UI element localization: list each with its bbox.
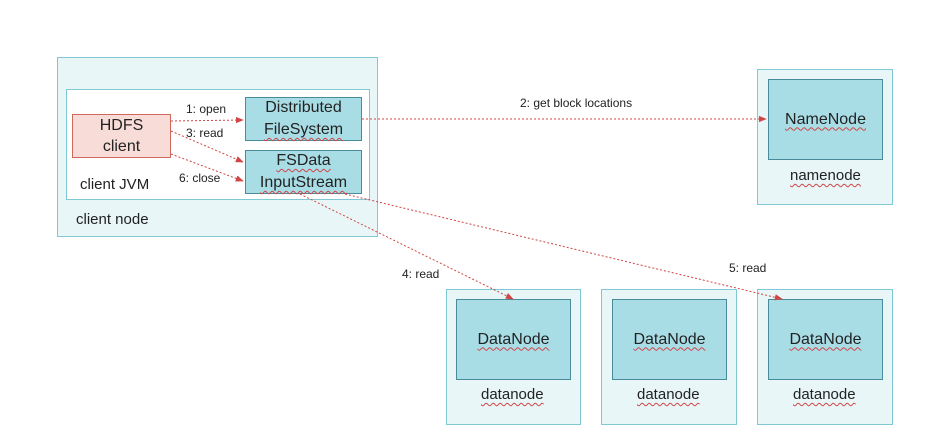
datanode-label-2: DataNode	[633, 330, 706, 348]
datanode-host-label-2: datanode	[637, 386, 700, 403]
arrow-open	[170, 116, 244, 124]
step-read-label: 3: read	[186, 126, 224, 140]
hdfs-client-line2: client	[102, 138, 141, 155]
distributed-filesystem-line1: Distributed	[265, 99, 342, 116]
step-close-label: 6: close	[179, 171, 221, 185]
datanode-label-1: DataNode	[477, 330, 550, 348]
namenode-host-label: namenode	[790, 167, 861, 184]
fsdata-inputstream-line2: InputStream	[259, 174, 348, 191]
hdfs-client: HDFS client	[72, 114, 171, 158]
arrow-read-datanode-1	[299, 193, 514, 300]
namenode-label: NameNode	[785, 110, 866, 128]
step-get-block-locations-label: 2: get block locations	[520, 96, 633, 110]
client-node-label: client node	[76, 211, 149, 228]
datanode-box-2: DataNode	[612, 299, 727, 380]
client-jvm-label: client JVM	[80, 176, 150, 193]
step-open-label: 1: open	[186, 102, 227, 116]
fsdata-inputstream-line1: FSData	[276, 152, 331, 169]
arrow-close	[170, 153, 244, 182]
arrow-read-stream	[170, 130, 244, 163]
namenode-box: NameNode	[768, 79, 883, 160]
datanode-host-label-1: datanode	[481, 386, 544, 403]
datanode-box-3: DataNode	[768, 299, 883, 380]
datanode-host-label-3: datanode	[793, 386, 856, 403]
datanode-label-3: DataNode	[789, 330, 862, 348]
distributed-filesystem-line2: FileSystem	[263, 121, 344, 138]
fsdata-inputstream: FSData InputStream	[245, 150, 362, 194]
step-read-datanode-3-label: 5: read	[729, 261, 767, 275]
arrow-read-datanode-3	[344, 193, 783, 301]
step-read-datanode-1-label: 4: read	[402, 267, 440, 281]
hdfs-client-line1: HDFS	[99, 117, 144, 134]
datanode-box-1: DataNode	[456, 299, 571, 380]
distributed-filesystem: Distributed FileSystem	[245, 97, 362, 141]
